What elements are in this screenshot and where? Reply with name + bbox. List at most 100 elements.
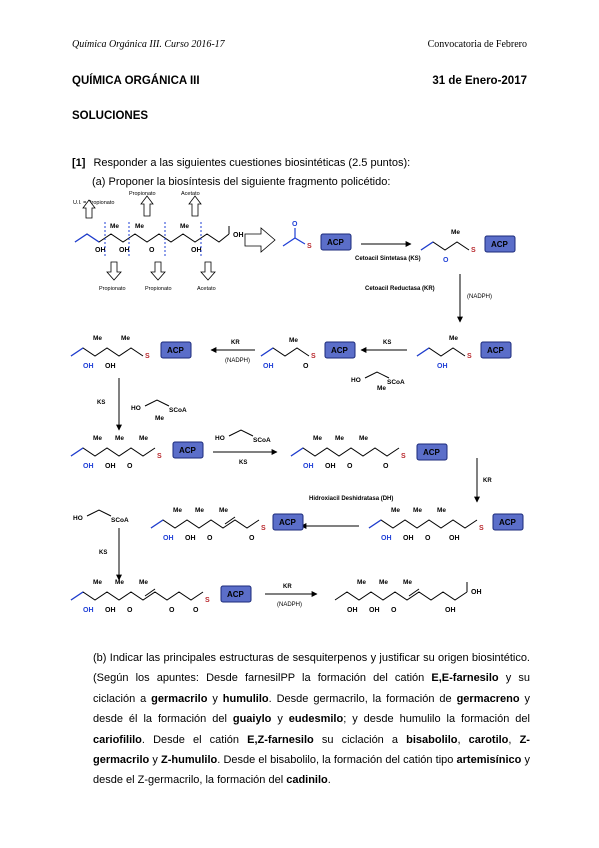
svg-text:Me: Me xyxy=(115,579,124,586)
svg-text:Me: Me xyxy=(377,385,386,392)
starter-unit xyxy=(86,233,100,243)
svg-text:ACP: ACP xyxy=(179,446,197,455)
up-arrow-icon xyxy=(82,199,96,219)
intermediate-3: OH Me O S ACP xyxy=(260,337,356,370)
answer-keyword: bisabolilo xyxy=(406,733,458,746)
header-session: Convocatoria de Febrero xyxy=(427,39,527,50)
svg-text:O: O xyxy=(347,463,353,470)
svg-text:Me: Me xyxy=(195,507,204,514)
label-propionato: Propionato xyxy=(99,286,126,292)
answer-text: (b) Indicar las principales estructuras … xyxy=(93,652,530,685)
section-heading: SOLUCIONES xyxy=(72,110,149,122)
answer-text: . Desde el catión xyxy=(141,733,248,746)
svg-text:ACP: ACP xyxy=(227,590,245,599)
svg-text:OH: OH xyxy=(105,607,116,614)
answer-text: ; y desde humulilo la formación del xyxy=(343,713,530,726)
svg-text:SCoA: SCoA xyxy=(387,379,405,386)
header-course: Química Orgánica III. Curso 2016-17 xyxy=(72,39,225,50)
svg-text:ACP: ACP xyxy=(487,346,505,355)
answer-text: y xyxy=(207,692,223,705)
carbon-chain xyxy=(74,233,230,243)
answer-text: su ciclación a xyxy=(313,733,407,746)
me-label: Me xyxy=(180,223,189,230)
biosynthesis-scheme: U.I. = Propionato Propionato Acetato OH … xyxy=(70,191,524,614)
acp-block: ACP xyxy=(484,235,516,253)
svg-text:S: S xyxy=(205,597,210,604)
svg-text:OH: OH xyxy=(449,535,460,542)
svg-text:Me: Me xyxy=(357,579,366,586)
label-propionato: Propionato xyxy=(145,286,172,292)
intermediate-7: OH OH O OH Me Me Me S ACP xyxy=(368,507,524,542)
svg-text:Me: Me xyxy=(391,507,400,514)
acp-block: ACP xyxy=(160,341,192,359)
svg-text:S: S xyxy=(145,353,150,360)
question-text: Responder a las siguientes cuestiones bi… xyxy=(93,157,411,169)
svg-text:Me: Me xyxy=(449,335,458,342)
label-kr: KR xyxy=(483,478,492,484)
answer-keyword: carotilo xyxy=(468,733,509,746)
svg-text:OH: OH xyxy=(303,463,314,470)
svg-text:OH: OH xyxy=(369,607,380,614)
page-title: QUÍMICA ORGÁNICA III xyxy=(72,75,200,87)
svg-text:O: O xyxy=(127,463,133,470)
label-ks: KS xyxy=(239,460,247,466)
answer-text: y xyxy=(271,713,289,726)
svg-text:Me: Me xyxy=(93,435,102,442)
label-ks: KS xyxy=(99,550,107,556)
svg-text:Me: Me xyxy=(313,435,322,442)
acp-block: ACP xyxy=(320,233,352,251)
oh-label: OH xyxy=(95,247,106,254)
label-acetato-top: Acetato xyxy=(181,191,200,197)
malonyl-coa: HO SCoA xyxy=(73,509,129,524)
svg-text:O: O xyxy=(193,607,199,614)
answer-keyword: E,E-farnesilo xyxy=(431,672,499,685)
svg-text:Me: Me xyxy=(437,507,446,514)
part-b-answer: (b) Indicar las principales estructuras … xyxy=(93,648,530,791)
svg-text:Me: Me xyxy=(403,579,412,586)
svg-text:SCoA: SCoA xyxy=(111,517,129,524)
oh-label: OH xyxy=(191,247,202,254)
question-part-a: (a) Proponer la biosíntesis del siguient… xyxy=(92,176,391,188)
acp-block: ACP xyxy=(416,443,448,461)
answer-text: , xyxy=(508,733,520,746)
label-ui-propionato: U.I. = Propionato xyxy=(73,200,114,206)
label-kr: Cetoacil Reductasa (KR) xyxy=(365,286,435,292)
svg-text:ACP: ACP xyxy=(327,238,345,247)
final-product: OH OH O OH OH Me Me Me xyxy=(334,579,482,614)
label-nadph: (NADPH) xyxy=(225,358,250,364)
svg-text:Me: Me xyxy=(115,435,124,442)
oh-label: OH xyxy=(119,247,130,254)
svg-text:OH: OH xyxy=(83,463,94,470)
answer-keyword: germacreno xyxy=(456,692,520,705)
svg-text:Me: Me xyxy=(121,335,130,342)
svg-text:S: S xyxy=(401,453,406,460)
answer-keyword: humulilo xyxy=(222,692,269,705)
svg-text:Me: Me xyxy=(379,579,388,586)
svg-text:HO: HO xyxy=(73,515,83,522)
answer-text: y su ciclación a xyxy=(93,672,530,705)
svg-text:ACP: ACP xyxy=(423,448,441,457)
svg-text:S: S xyxy=(261,525,266,532)
svg-text:SCoA: SCoA xyxy=(253,437,271,444)
answer-keyword: Z-germacrilo xyxy=(93,733,530,767)
svg-text:Me: Me xyxy=(219,507,228,514)
svg-text:OH: OH xyxy=(403,535,414,542)
svg-text:O: O xyxy=(127,607,133,614)
answer-keyword: eudesmilo xyxy=(288,713,344,726)
svg-text:OH: OH xyxy=(471,589,482,596)
svg-text:OH: OH xyxy=(381,535,392,542)
label-nadph: (NADPH) xyxy=(467,294,492,300)
target-fragment: U.I. = Propionato Propionato Acetato OH … xyxy=(73,191,244,292)
svg-text:O: O xyxy=(292,221,298,228)
exam-date: 31 de Enero-2017 xyxy=(432,75,527,87)
svg-text:O: O xyxy=(169,607,175,614)
acp-block: ACP xyxy=(220,585,252,603)
intermediate-8: OH OH O O Me Me Me S ACP xyxy=(150,507,304,542)
up-arrow-icon xyxy=(140,195,154,217)
malonyl-coa: HO SCoA xyxy=(215,429,271,444)
svg-text:S: S xyxy=(157,453,162,460)
acp-block: ACP xyxy=(480,341,512,359)
svg-text:OH: OH xyxy=(445,607,456,614)
svg-text:OH: OH xyxy=(105,363,116,370)
down-arrow-icon xyxy=(106,261,122,281)
